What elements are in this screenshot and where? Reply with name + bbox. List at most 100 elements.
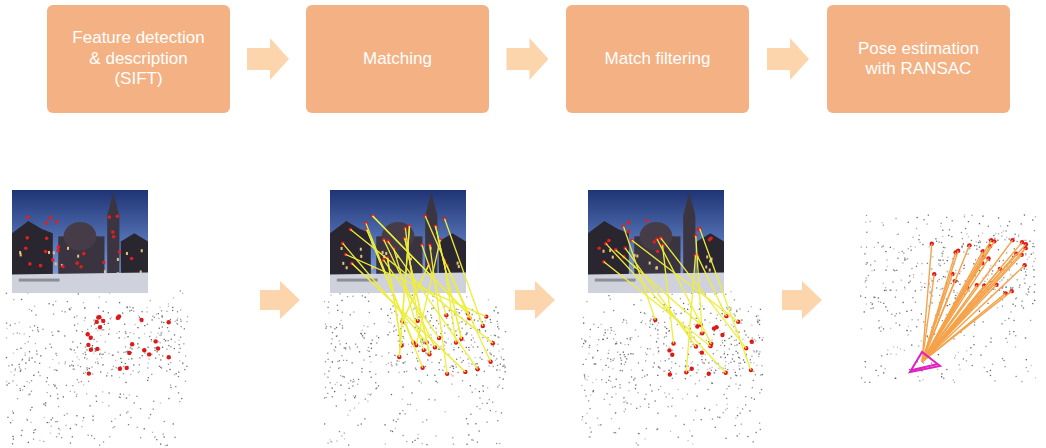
cloud-point [730, 307, 731, 308]
photo-tower [107, 192, 119, 278]
cloud-point [995, 289, 996, 290]
cloud-point [732, 354, 733, 355]
cloud-point [96, 401, 97, 402]
cloud-point [24, 333, 25, 334]
cloud-point [51, 419, 52, 420]
cloud-point [866, 277, 867, 278]
cloud-point [164, 339, 165, 340]
cloud-point [608, 353, 609, 354]
cloud-point [168, 340, 169, 341]
cloud-point [611, 418, 612, 419]
cloud-point [475, 357, 476, 358]
cloud-point [593, 390, 594, 391]
cloud-point [24, 386, 25, 387]
cloud-point [734, 320, 735, 321]
cloud-point [180, 337, 181, 338]
cloud-point [664, 371, 665, 372]
cloud-point [167, 445, 168, 446]
cloud-point [475, 423, 476, 424]
cloud-point [438, 323, 439, 324]
cloud-point [754, 399, 755, 400]
cloud-point [615, 393, 616, 394]
cloud-point [473, 440, 474, 441]
cloud-point [688, 325, 689, 326]
cloud-point [324, 423, 325, 424]
cloud-point [459, 322, 460, 323]
cloud-point [113, 354, 114, 355]
cloud-point [406, 322, 407, 323]
cloud-point [123, 366, 124, 367]
cloud-point [76, 424, 77, 425]
cloud-point [628, 390, 629, 391]
cloud-point [81, 426, 82, 427]
cloud-point [73, 365, 74, 366]
cloud-point [739, 308, 740, 309]
cloud-point [423, 342, 424, 343]
cloud-point [184, 328, 185, 329]
cloud-point [97, 358, 98, 359]
cloud-point [38, 372, 39, 373]
photo-sky [12, 190, 148, 293]
cloud-point [160, 342, 161, 343]
match-line [624, 227, 656, 320]
cloud-point [364, 337, 365, 338]
cloud-point [343, 360, 344, 361]
photo-window [385, 252, 387, 255]
cloud-point [58, 406, 59, 407]
cloud-point [709, 409, 710, 410]
feature-dot [147, 352, 151, 356]
cloud-point [43, 441, 44, 442]
cloud-point [645, 438, 646, 439]
cloud-point [160, 367, 161, 368]
cloud-point [727, 404, 728, 405]
cloud-point [751, 397, 752, 398]
cloud-point [1022, 301, 1023, 302]
cloud-point [657, 347, 658, 348]
cloud-point [645, 352, 646, 353]
cloud-point [170, 362, 171, 363]
cloud-point [678, 389, 679, 390]
cloud-point [942, 236, 943, 237]
cloud-point [902, 262, 903, 263]
cloud-point [493, 345, 494, 346]
cloud-point [74, 325, 75, 326]
cloud-point [620, 342, 621, 343]
cloud-point [114, 418, 115, 419]
cloud-point [78, 293, 79, 294]
cloud-point [505, 371, 506, 372]
cloud-point [178, 392, 179, 393]
cloud-point [78, 382, 79, 383]
cloud-point [725, 409, 726, 410]
cloud-point [35, 429, 36, 430]
cloud-point [626, 320, 627, 321]
cloud-point [15, 369, 16, 370]
cloud-point [402, 399, 403, 400]
cloud-point [597, 350, 598, 351]
cloud-point [125, 351, 126, 352]
cloud-point [427, 375, 428, 376]
cloud-point [182, 363, 183, 364]
cloud-point [493, 366, 494, 367]
cloud-point [675, 313, 676, 314]
cloud-point [36, 354, 37, 355]
cloud-point [492, 402, 493, 403]
cloud-point [14, 323, 15, 324]
cloud-point [370, 361, 371, 362]
cloud-point [586, 379, 587, 380]
cloud-point [150, 332, 151, 333]
cloud-point [7, 417, 8, 418]
cloud-point [584, 390, 585, 391]
cloud-point [369, 371, 370, 372]
cloud-point [180, 321, 181, 322]
cloud-point [160, 443, 161, 444]
cloud-point [83, 373, 84, 374]
cloud-point [624, 344, 625, 345]
cloud-point [642, 377, 643, 378]
cloud-point [598, 339, 599, 340]
cloud-point [57, 421, 58, 422]
cloud-point [735, 383, 736, 384]
cloud-point [105, 341, 106, 342]
cloud-point [173, 423, 174, 424]
cloud-point [108, 312, 109, 313]
cloud-point [501, 356, 502, 357]
